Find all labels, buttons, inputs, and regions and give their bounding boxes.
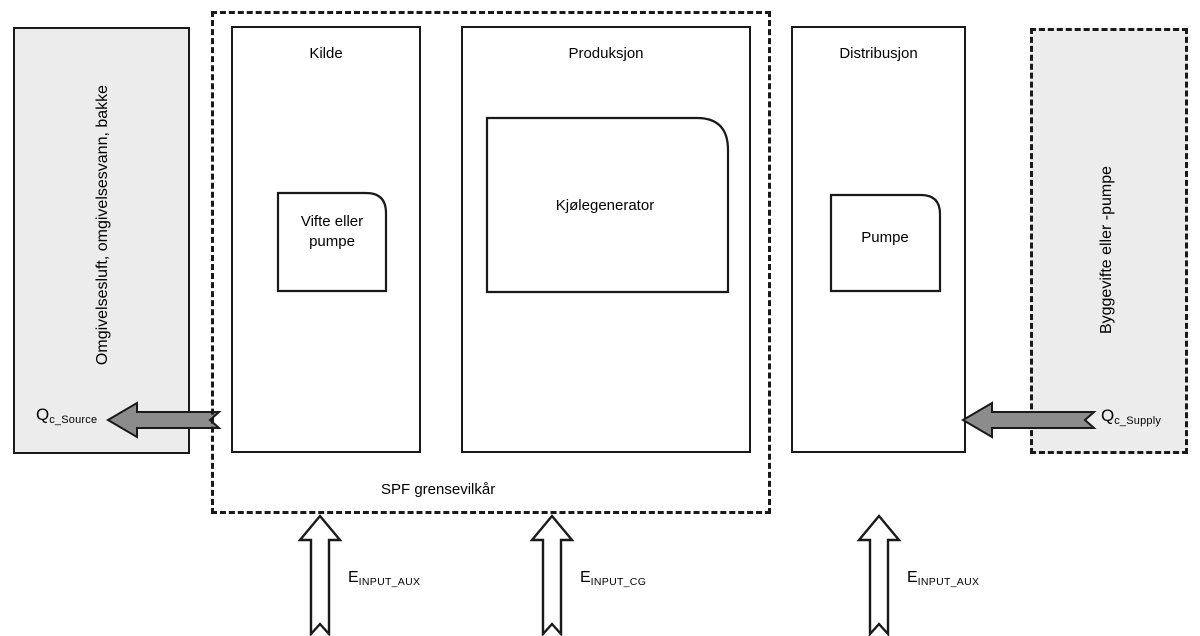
- q-source-arrow-icon: [106, 401, 222, 439]
- supply-environment-label: Byggevifte eller -pumpe: [1098, 165, 1115, 335]
- energy-produksjon-symbol: E: [580, 569, 591, 586]
- panel-kilde-title: Kilde: [309, 45, 343, 62]
- energy-kilde-symbol: E: [348, 569, 359, 586]
- energy-distribusjon-subscript: INPUT_AUX: [917, 576, 980, 588]
- panel-kilde: [231, 26, 421, 453]
- energy-input-label-kilde: EINPUT_AUX: [348, 569, 421, 588]
- energy-kilde-subscript: INPUT_AUX: [358, 576, 421, 588]
- energy-input-arrow-distribusjon-icon: [856, 514, 902, 636]
- source-environment-box: [13, 27, 190, 454]
- component-vifte-eller-pumpe-label: Vifte eller pumpe: [276, 212, 388, 251]
- q-supply-subscript: c_Supply: [1114, 415, 1162, 427]
- energy-distribusjon-symbol: E: [907, 569, 918, 586]
- q-source-label: Qc_Source: [36, 405, 98, 426]
- panel-produksjon: [461, 26, 751, 453]
- energy-input-label-distribusjon: EINPUT_AUX: [907, 569, 980, 588]
- component-vifte-eller-pumpe-shape: [276, 191, 388, 293]
- component-vifte-line2: pumpe: [309, 232, 355, 250]
- component-vifte-line1: Vifte eller: [300, 213, 364, 230]
- q-supply-symbol: Q: [1101, 406, 1115, 425]
- energy-input-arrow-produksjon-icon: [529, 514, 575, 636]
- panel-distribusjon-title: Distribusjon: [839, 45, 918, 62]
- component-kjolegenerator-label: Kjølegenerator: [555, 197, 655, 214]
- q-source-subscript: c_Source: [49, 414, 98, 426]
- spf-boundary-label: SPF grensevilkår: [381, 481, 496, 498]
- component-pumpe-label: Pumpe: [861, 229, 909, 246]
- component-pumpe-shape: [829, 193, 942, 293]
- energy-input-label-produksjon: EINPUT_CG: [580, 569, 647, 588]
- q-source-symbol: Q: [36, 405, 50, 424]
- panel-distribusjon: [791, 26, 966, 453]
- energy-input-arrow-kilde-icon: [297, 514, 343, 636]
- source-environment-label: Omgivelsesluft, omgivelsesvann, bakke: [94, 84, 111, 366]
- panel-produksjon-title: Produksjon: [568, 45, 644, 62]
- supply-environment-box: [1030, 28, 1188, 454]
- energy-produksjon-subscript: INPUT_CG: [590, 576, 647, 588]
- q-supply-label: Qc_Supply: [1101, 406, 1162, 427]
- component-kjolegenerator-shape: [485, 116, 730, 294]
- spf-boundary-box: [211, 11, 771, 514]
- q-supply-arrow-icon: [961, 401, 1097, 439]
